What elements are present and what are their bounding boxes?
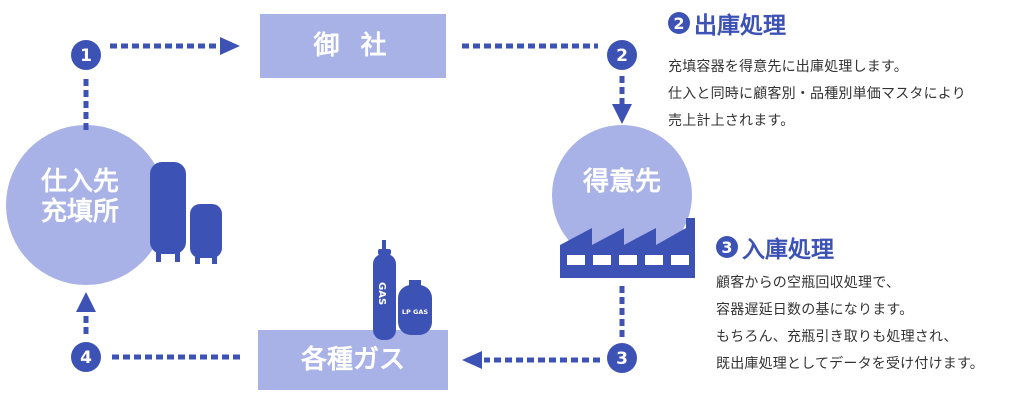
- step-badge-4: 4: [71, 342, 101, 372]
- company-label: 御 社: [313, 31, 393, 61]
- lp-gas-tank-icon: LP GAS: [398, 280, 432, 335]
- outbound-text-line-2: 仕入と同時に顧客別・品種別単価マスタにより: [668, 86, 966, 102]
- gas-cylinder-icon: GAS: [373, 240, 396, 340]
- factory-icon: [560, 218, 695, 278]
- inbound-title: 3 入庫処理: [716, 230, 984, 264]
- inbound-text-line-3: もちろん、充瓶引き取りも処理され、: [716, 329, 958, 345]
- lp-gas-label: LP GAS: [402, 308, 429, 316]
- step-4-number: 4: [80, 348, 92, 368]
- inbound-text-line-2: 容器遅延日数の基になります。: [716, 302, 914, 318]
- company-box: [260, 14, 446, 78]
- arrow-customer-to-gases: [462, 286, 625, 369]
- step-badge-1: 1: [71, 40, 101, 70]
- inbound-text-line-1: 顧客からの空瓶回収処理で、: [716, 275, 901, 291]
- outbound-text-line-3: 売上計上されます。: [668, 113, 795, 129]
- gases-label: 各種ガス: [300, 345, 405, 375]
- supplier-label-line1: 仕入先: [40, 167, 119, 197]
- customer-label: 得意先: [582, 167, 661, 197]
- customer-circle: [552, 125, 692, 265]
- step-2-number: 2: [616, 46, 628, 66]
- outbound-panel: 2 出庫処理 充填容器を得意先に出庫処理します。 仕入と同時に顧客別・品種別単価…: [668, 6, 966, 135]
- supplier-label: 仕入先 充填所: [20, 167, 140, 228]
- supplier-circle: [6, 125, 166, 285]
- gases-box: [258, 330, 448, 390]
- step-1-number: 1: [80, 46, 92, 66]
- arrow-supplier-to-company: [83, 37, 240, 130]
- outbound-number-badge: 2: [668, 12, 690, 34]
- arrow-gases-to-supplier: [76, 292, 240, 360]
- inbound-panel: 3 入庫処理 顧客からの空瓶回収処理で、 容器遅延日数の基になります。 もちろん…: [716, 230, 984, 378]
- supplier-label-line2: 充填所: [40, 196, 119, 227]
- step-badge-3: 3: [607, 343, 637, 373]
- arrow-company-to-customer: [462, 43, 632, 124]
- outbound-text-line-1: 充填容器を得意先に出庫処理します。: [668, 59, 908, 75]
- storage-tanks-icon: [150, 162, 222, 264]
- step-3-number: 3: [616, 349, 628, 369]
- step-badge-2: 2: [607, 40, 637, 70]
- inbound-number-badge: 3: [716, 236, 738, 258]
- inbound-title-text: 入庫処理: [742, 237, 834, 263]
- outbound-title-text: 出庫処理: [694, 13, 786, 39]
- gas-label: GAS: [376, 282, 387, 305]
- outbound-title: 2 出庫処理: [668, 6, 966, 40]
- inbound-text-line-4: 既出庫処理としてデータを受け付けます。: [716, 356, 984, 372]
